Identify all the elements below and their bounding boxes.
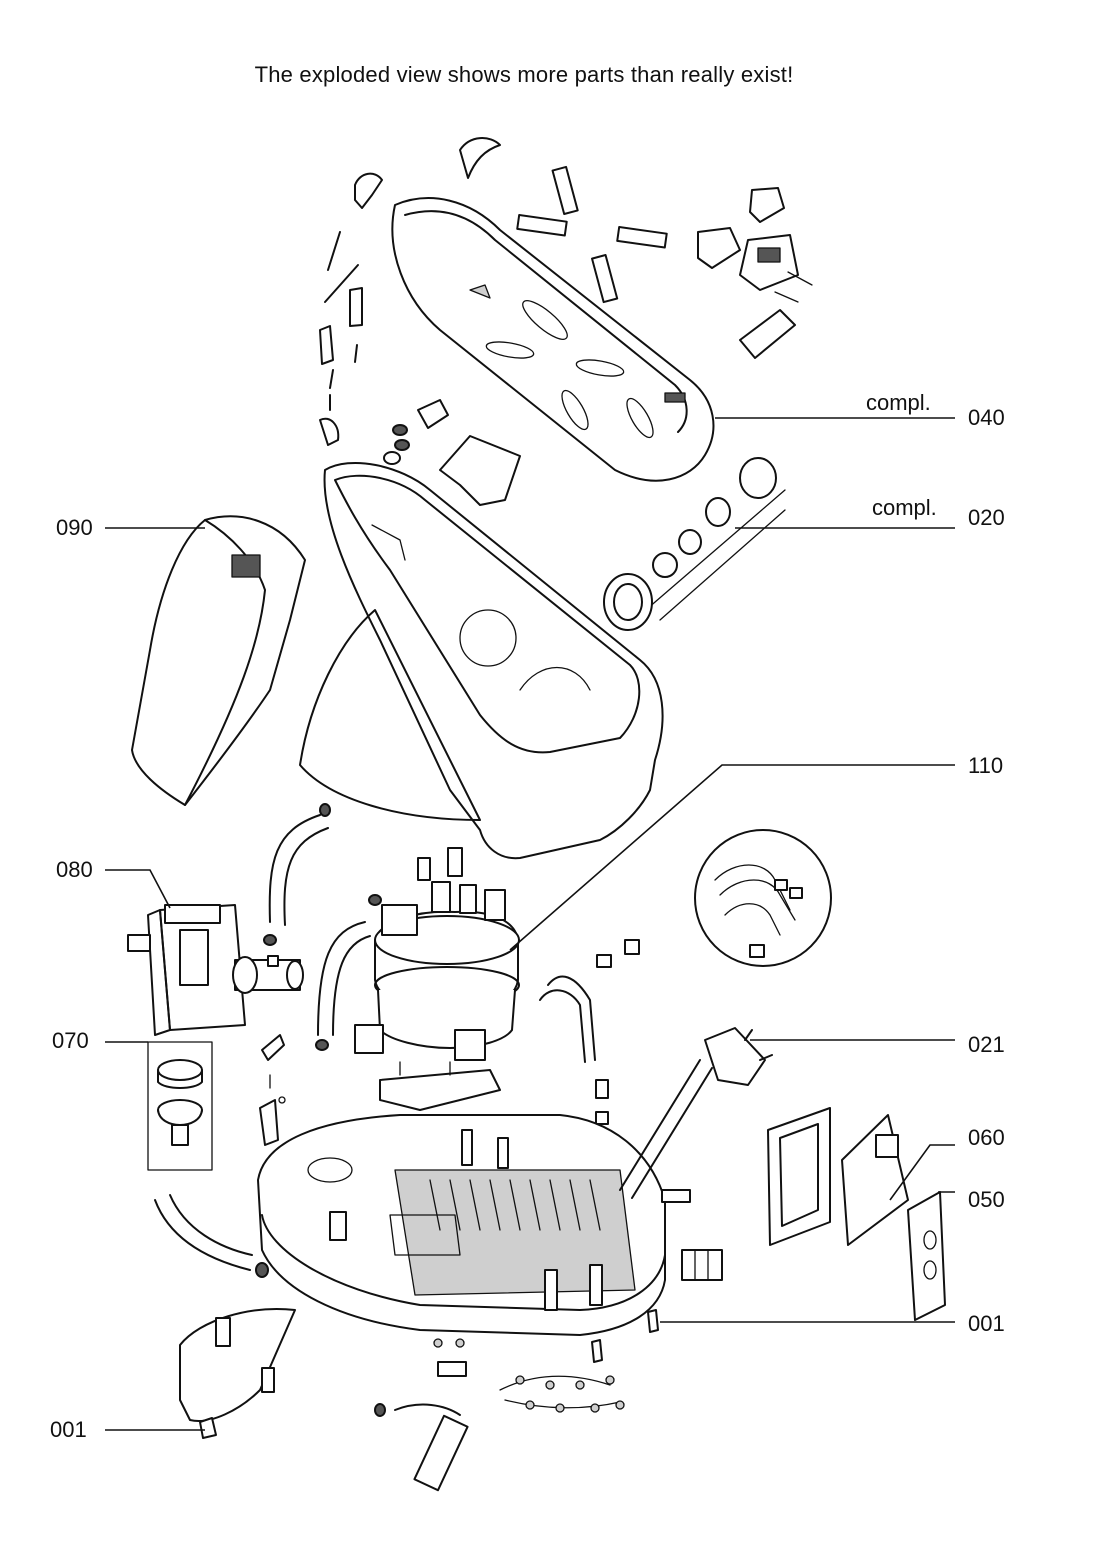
- boiler-part: [354, 847, 520, 1111]
- top-clips: [319, 137, 668, 446]
- bottom-screws: [433, 1309, 659, 1413]
- part-number-090: 090: [56, 515, 93, 540]
- part-number-020: 020: [968, 505, 1005, 530]
- base-plate-part: [257, 1114, 666, 1336]
- base-rib-pattern: [429, 1179, 601, 1231]
- hoses: [154, 803, 640, 1492]
- side-cover-part: [131, 515, 306, 806]
- valve-box-part: [147, 1041, 213, 1171]
- page-title: The exploded view shows more parts than …: [254, 62, 794, 87]
- pump-part: [127, 904, 304, 1036]
- part-number-001-left: 001: [50, 1417, 87, 1442]
- part-number-070: 070: [52, 1028, 89, 1053]
- main-housing-part: [299, 462, 664, 860]
- wiring-detail: [694, 829, 832, 967]
- part-number-001-right: 001: [968, 1311, 1005, 1336]
- pcb-frame-part: [767, 1107, 831, 1246]
- part-number-050: 050: [968, 1187, 1005, 1212]
- pcb-board-part: [841, 1114, 909, 1246]
- part-number-021: 021: [968, 1032, 1005, 1057]
- control-panel-part: [907, 1191, 946, 1321]
- part-number-040: 040: [968, 405, 1005, 430]
- top-cover-part: [391, 197, 715, 482]
- front-foot-cover: [179, 1308, 296, 1439]
- small-fasteners-mid: [383, 399, 521, 506]
- connector-assembly: [603, 457, 786, 631]
- power-cord-part: [619, 1027, 773, 1203]
- switch-assembly: [697, 187, 813, 359]
- compl-label-040: compl.: [866, 390, 931, 415]
- part-number-110: 110: [968, 753, 1004, 778]
- brackets: [259, 1034, 286, 1146]
- part-number-080: 080: [56, 857, 93, 882]
- terminal-block: [681, 1249, 723, 1281]
- compl-label-020: compl.: [872, 495, 937, 520]
- leader-lines: [105, 417, 955, 1431]
- part-number-060: 060: [968, 1125, 1005, 1150]
